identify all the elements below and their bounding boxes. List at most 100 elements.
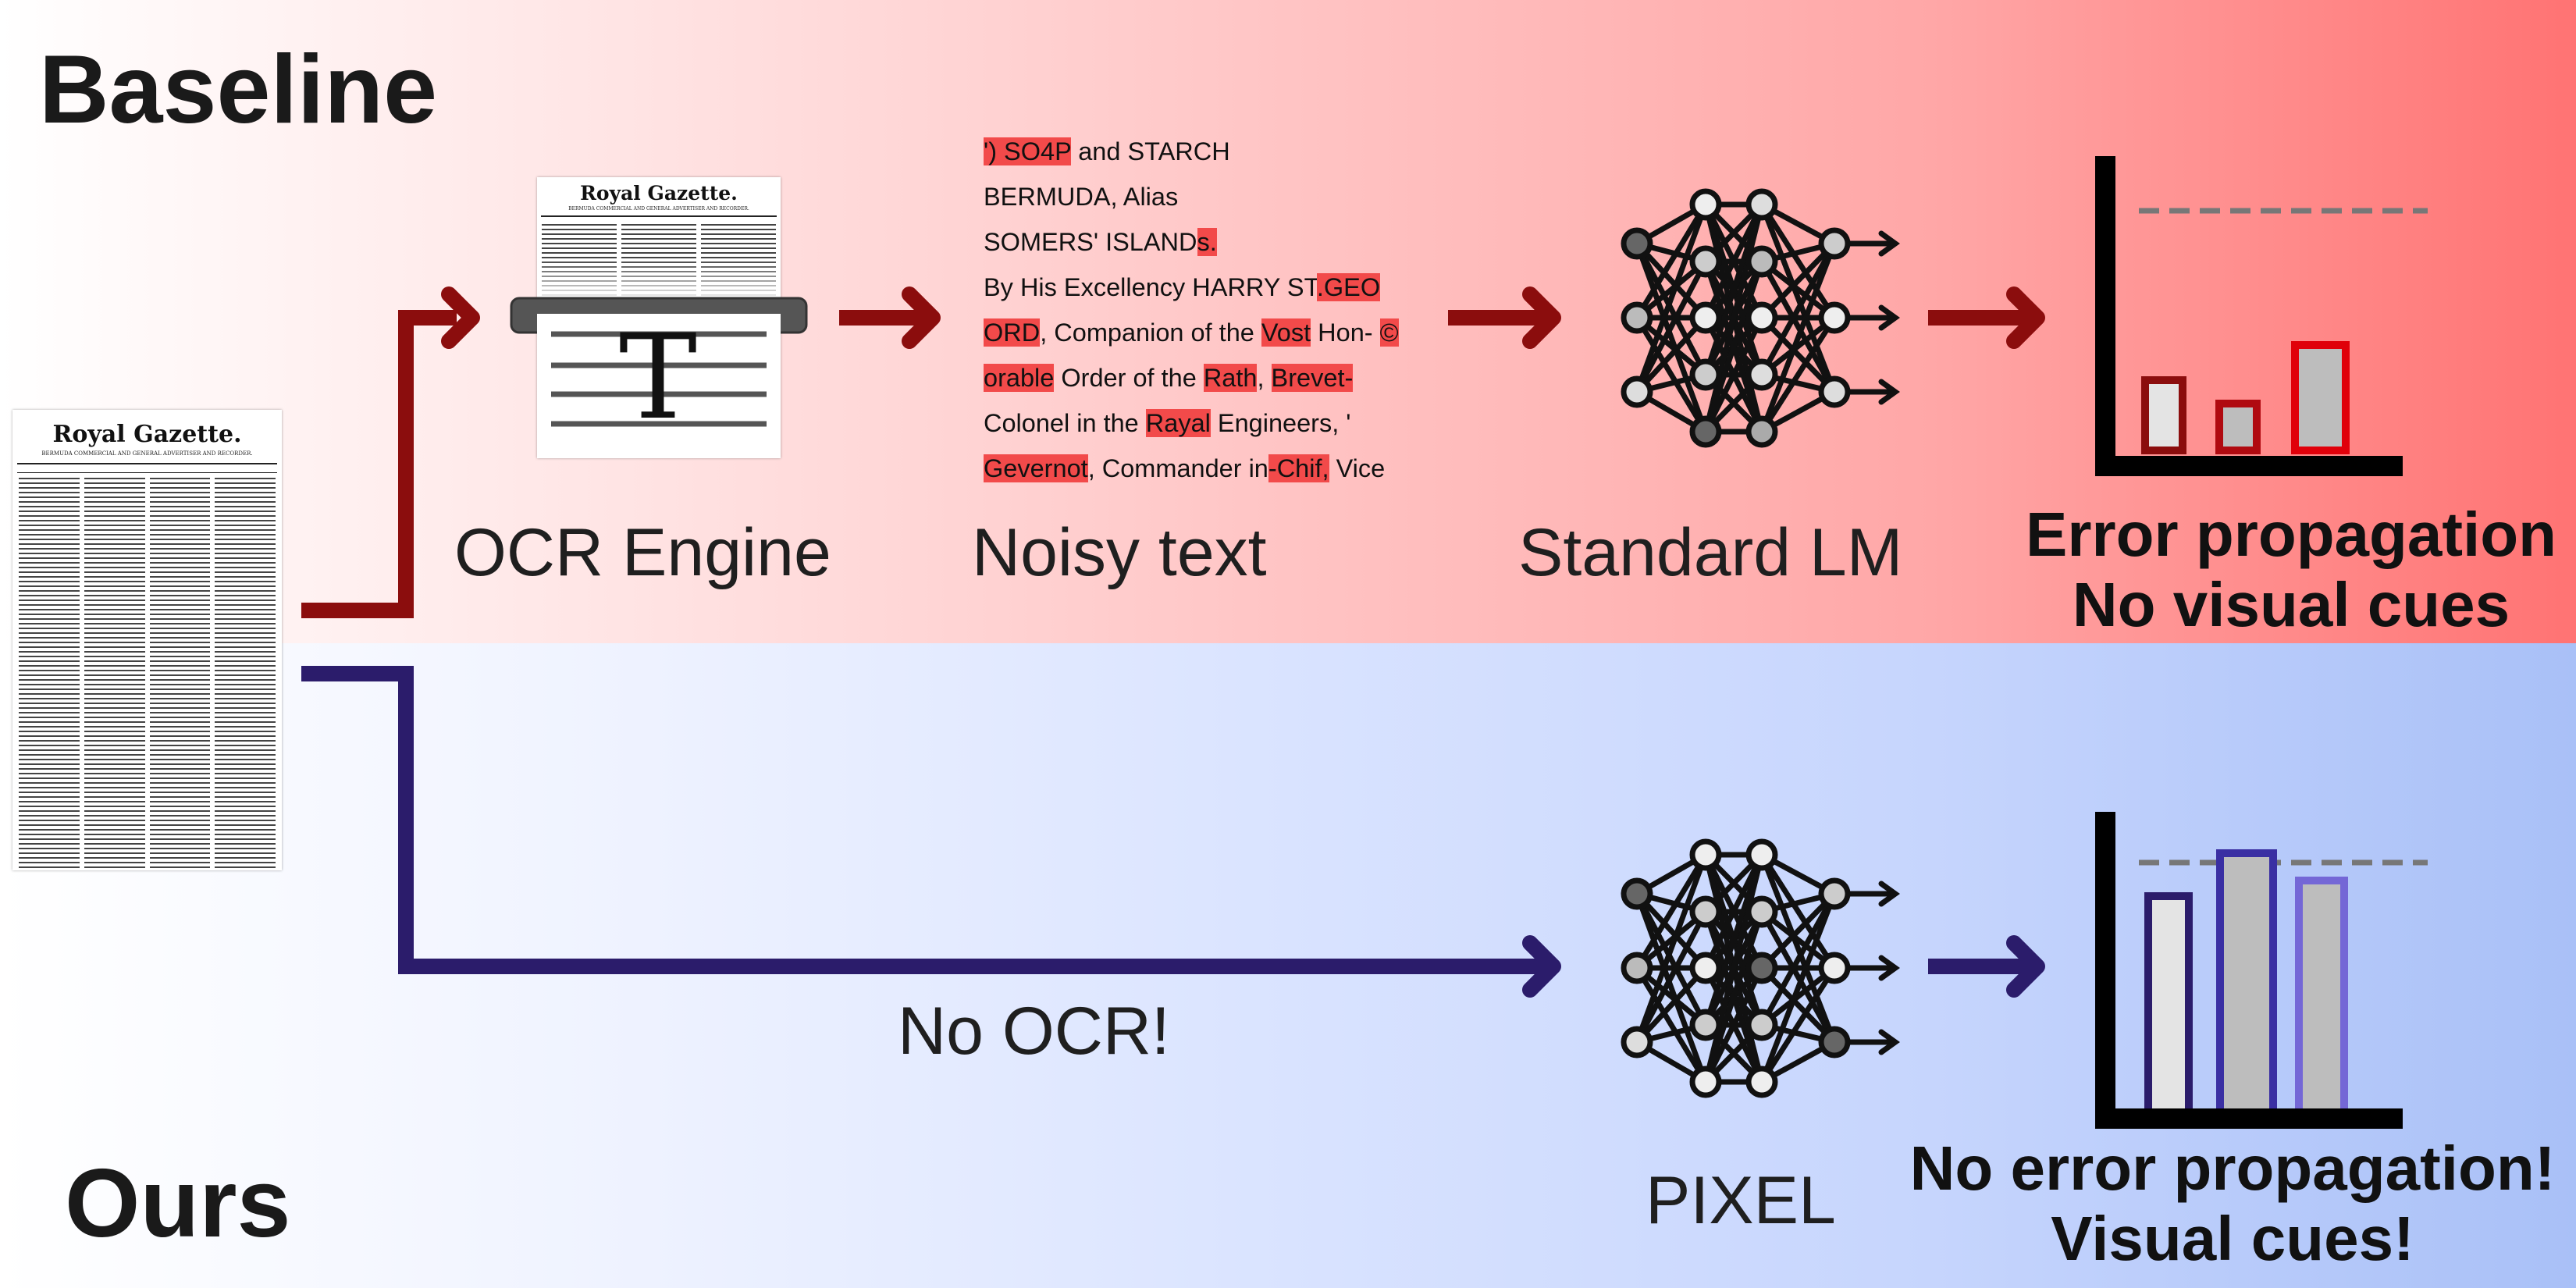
ocr-error-span: ORD — [984, 318, 1041, 347]
scan-lines — [551, 331, 767, 427]
chart-axes — [2095, 156, 2403, 476]
newspaper-image: Royal Gazette. BERMUDA COMMERCIAL AND GE… — [12, 410, 282, 870]
network-node — [1621, 227, 1653, 260]
ocr-error-span: -Chif, — [1268, 454, 1329, 482]
ocr-text-span: and STARCH — [1071, 137, 1230, 165]
scan-output — [537, 314, 781, 458]
ocr-error-span: Vost — [1261, 318, 1311, 347]
network-node — [1689, 301, 1722, 334]
network-edge — [1759, 853, 1838, 1044]
ocr-error-span: Brevet- — [1271, 364, 1354, 392]
network-node — [1818, 227, 1851, 260]
ocr-error-span: Rayal — [1145, 409, 1211, 437]
network-edge — [1759, 892, 1838, 1083]
newspaper-masthead: Royal Gazette. — [52, 421, 242, 448]
network-node — [1818, 952, 1851, 984]
ocr-text-span: Vice — [1329, 454, 1386, 482]
network-edge — [1634, 242, 1709, 433]
standard-lm-network-icon — [1621, 188, 1900, 448]
baseline-flow-arrow — [301, 286, 480, 618]
network-node — [1621, 877, 1653, 910]
network-node — [1745, 301, 1778, 334]
noisy-text-line: By His Excellency HARRY ST.GEO — [984, 265, 1399, 310]
network-edge — [1635, 203, 1708, 319]
ours-title: Ours — [65, 1150, 291, 1258]
network-node — [1621, 301, 1653, 334]
network-edge — [1703, 260, 1765, 433]
ocr-text-span: Colonel in the — [984, 409, 1146, 437]
baseline-title: Baseline — [39, 36, 438, 144]
noisy-text-line: ORD, Companion of the Vost Hon- © — [984, 310, 1399, 355]
arrow-pixel-to-result — [1928, 935, 2045, 998]
network-edge — [1634, 260, 1709, 393]
network-node — [1745, 245, 1778, 278]
ours-verdict-line-1: No error propagation! — [1909, 1133, 2556, 1203]
baseline-verdict-line-2: No visual cues — [2072, 570, 2510, 640]
ocr-text-span: Order of the — [1054, 364, 1204, 392]
no-ocr-label: No OCR! — [898, 994, 1170, 1069]
pixel-label: PIXEL — [1646, 1163, 1836, 1238]
result-bar — [2215, 400, 2261, 454]
result-bar — [2295, 877, 2348, 1119]
network-node — [1745, 1066, 1778, 1098]
network-node — [1689, 1066, 1722, 1098]
network-edge — [1759, 891, 1837, 970]
network-edge — [1759, 892, 1838, 1026]
ocr-text-span: BERMUDA, Alias — [984, 183, 1179, 211]
network-edge — [1635, 966, 1708, 1083]
noisy-text-line: ') SO4P and STARCH — [984, 129, 1399, 174]
ocr-error-span: ') SO4P — [984, 137, 1072, 165]
network-node — [1745, 838, 1778, 871]
network-node — [1621, 1026, 1653, 1059]
ocr-error-span: Gevernot — [984, 454, 1088, 482]
network-edge — [1635, 891, 1708, 970]
network-edge — [1703, 966, 1765, 1083]
ocr-text-span: , — [1257, 364, 1272, 392]
noisy-text-line: Gevernot, Commander in-Chif, Vice — [984, 446, 1399, 491]
network-node — [1818, 877, 1851, 910]
pixel-network-icon — [1621, 838, 1900, 1098]
ours-result-chart — [2095, 812, 2428, 1129]
network-node — [1689, 838, 1722, 871]
network-edge — [1759, 966, 1837, 1044]
ocr-engine-label: OCR Engine — [454, 515, 831, 590]
ocr-icon-subtitle: BERMUDA COMMERCIAL AND GENERAL ADVERTISE… — [568, 206, 749, 212]
network-node — [1621, 952, 1653, 984]
network-edge — [1703, 316, 1765, 433]
arrow-lm-to-result — [1928, 286, 2045, 349]
network-edge — [1759, 242, 1838, 433]
network-edge — [1635, 315, 1708, 394]
result-bar — [2216, 849, 2277, 1119]
network-edge — [1759, 316, 1837, 433]
baseline-verdict: Error propagation No visual cues — [2006, 500, 2576, 641]
output-arrowhead — [1878, 881, 1900, 907]
network-edge — [1703, 854, 1765, 1083]
ocr-text-span: , Commander in — [1087, 454, 1268, 482]
noisy-text-line: Colonel in the Rayal Engineers, ' — [984, 400, 1399, 446]
network-edge — [1703, 853, 1765, 970]
network-edge — [1703, 203, 1765, 319]
output-arrowhead — [1878, 379, 1900, 405]
network-node — [1689, 895, 1722, 928]
network-node — [1689, 1009, 1722, 1041]
ours-flow-arrow — [301, 666, 1561, 998]
ocr-error-span: s. — [1197, 228, 1217, 256]
network-edge — [1635, 966, 1708, 1044]
noisy-text-line: SOMERS' ISLANDs. — [984, 219, 1399, 265]
ocr-error-span: Rath — [1203, 364, 1258, 392]
result-bar — [2291, 341, 2350, 454]
newspaper-subtitle: BERMUDA COMMERCIAL AND GENERAL ADVERTISE… — [41, 450, 253, 457]
network-edge — [1635, 316, 1708, 433]
ocr-text-span: Engineers, ' — [1210, 409, 1351, 437]
network-node — [1818, 1026, 1851, 1059]
network-node — [1745, 895, 1778, 928]
network-edge — [1759, 242, 1838, 376]
chart-axes — [2095, 812, 2403, 1129]
ocr-text-span: , Companion of the — [1040, 318, 1261, 347]
network-node — [1818, 375, 1851, 408]
network-node — [1689, 188, 1722, 221]
network-edge — [1759, 315, 1837, 394]
network-edge — [1703, 204, 1765, 432]
arrow-text-to-lm — [1448, 286, 1561, 349]
